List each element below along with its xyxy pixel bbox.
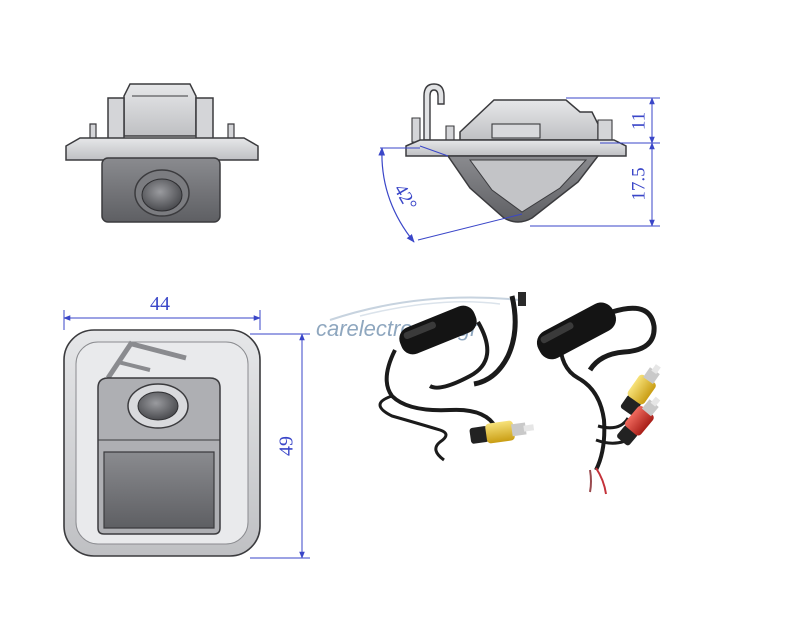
dim-body-height-label: 17.5 xyxy=(628,167,649,200)
side-view xyxy=(378,83,627,243)
dim-height-label: 49 xyxy=(276,436,298,456)
dim-width-label: 44 xyxy=(150,293,170,315)
dim-top-height-label: 11 xyxy=(628,112,649,130)
wireless-kit-photo: carelectronics.gr xyxy=(316,292,661,495)
front-view xyxy=(65,83,259,223)
top-view xyxy=(63,329,261,557)
top-view-dimensions: 44 49 xyxy=(63,293,310,559)
